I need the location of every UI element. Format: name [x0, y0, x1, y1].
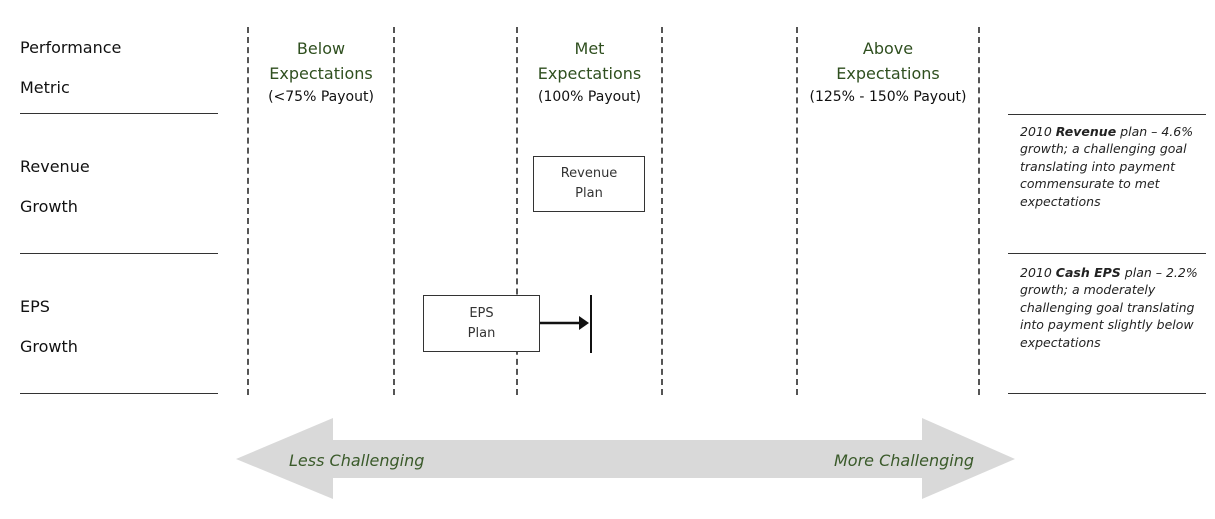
row-divider-revenue [20, 253, 218, 254]
row-divider-eps [20, 393, 218, 394]
box-label-line2: Plan [467, 325, 496, 341]
column-header-line1: Met [574, 39, 605, 58]
eps-plan-note: 2010 Cash EPS plan – 2.2% growth; a mode… [1020, 264, 1198, 351]
arrow-head [579, 316, 589, 330]
more-challenging-label: More Challenging [834, 451, 974, 470]
row-label-line2: Growth [20, 337, 78, 356]
column-header-line1: Above [862, 39, 914, 58]
column-boundary [661, 27, 663, 395]
column-boundary [516, 27, 518, 395]
column-header-line2: Expectations [836, 64, 940, 83]
revenue-plan-note: 2010 Revenue plan – 4.6% growth; a chall… [1020, 123, 1198, 210]
row-label-revenue-growth: Revenue Growth [20, 147, 90, 227]
less-challenging-label: Less Challenging [289, 451, 425, 470]
eps-shift-arrow [540, 295, 592, 353]
note-bold: Revenue [1055, 124, 1117, 139]
row-label-performance-metric: Performance Metric [20, 28, 121, 108]
column-header-line2: Expectations [269, 64, 373, 83]
column-boundary [247, 27, 249, 395]
row-divider-header [20, 113, 218, 114]
note-divider-middle [1008, 253, 1206, 254]
box-label-line1: Revenue [560, 166, 618, 181]
revenue-plan-box: Revenue Plan [533, 156, 645, 212]
column-boundary [393, 27, 395, 395]
column-header-payout: (125% - 150% Payout) [809, 89, 967, 105]
row-label-line2: Growth [20, 197, 78, 216]
eps-plan-box: EPS Plan [423, 295, 540, 352]
row-label-line1: Performance [20, 38, 122, 57]
row-label-line1: EPS [20, 297, 50, 316]
column-header-payout: (<75% Payout) [268, 89, 374, 105]
note-bold: Cash EPS [1055, 265, 1121, 280]
column-header-line1: Below [296, 39, 346, 58]
column-header-payout: (100% Payout) [537, 89, 641, 105]
note-prefix: 2010 [1020, 124, 1056, 139]
column-header-below-expectations: Below Expectations (<75% Payout) [250, 36, 392, 108]
note-prefix: 2010 [1020, 265, 1056, 280]
column-header-line2: Expectations [537, 64, 642, 83]
double-arrow-shape [236, 418, 1015, 499]
note-text: plan – 4.6% growth; a challenging goal t… [1020, 124, 1194, 209]
column-boundary [978, 27, 980, 395]
note-divider-bottom [1008, 393, 1206, 394]
box-label-line1: EPS [469, 305, 494, 321]
note-divider-top [1008, 114, 1206, 115]
box-label-line2: Plan [575, 186, 603, 201]
note-text: plan – 2.2% growth; a moderately challen… [1020, 265, 1198, 350]
column-header-met-expectations: Met Expectations (100% Payout) [519, 36, 660, 108]
row-label-line2: Metric [20, 78, 70, 97]
column-boundary [796, 27, 798, 395]
column-header-above-expectations: Above Expectations (125% - 150% Payout) [799, 36, 977, 108]
row-label-eps-growth: EPS Growth [20, 287, 78, 367]
challenge-scale-arrow [236, 418, 1015, 499]
row-label-line1: Revenue [20, 157, 90, 176]
